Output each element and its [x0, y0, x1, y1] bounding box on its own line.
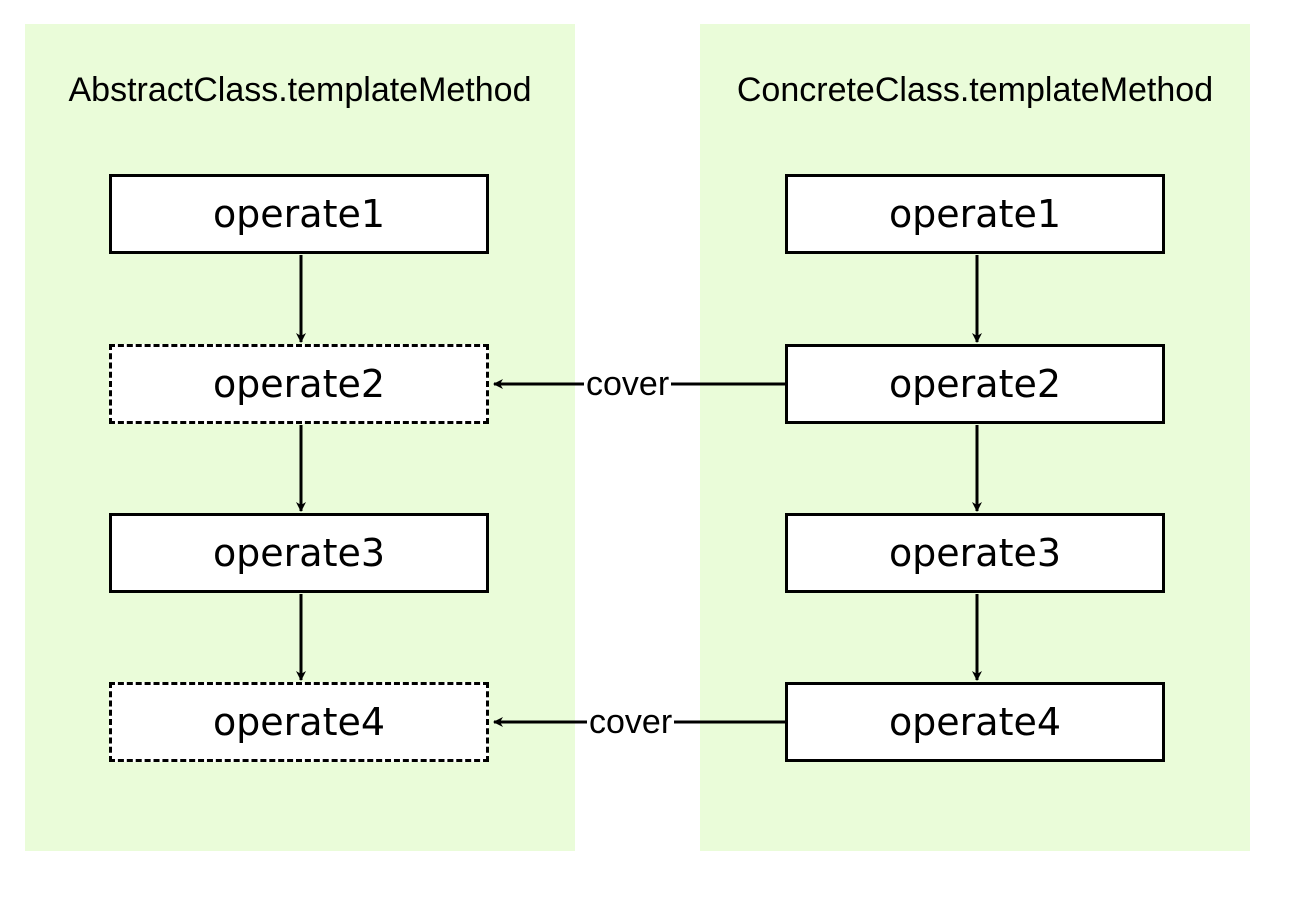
- concrete-operate3-box: operate3: [785, 513, 1165, 593]
- abstract-operate1-box: operate1: [109, 174, 489, 254]
- abstract-operate2-box: operate2: [109, 344, 489, 424]
- abstract-operate3-box: operate3: [109, 513, 489, 593]
- concrete-operate2-box: operate2: [785, 344, 1165, 424]
- abstract-operate4-box: operate4: [109, 682, 489, 762]
- abstract-class-title: AbstractClass.templateMethod: [68, 71, 532, 109]
- cover-label-operate4: cover: [587, 702, 675, 742]
- concrete-operate4-box: operate4: [785, 682, 1165, 762]
- concrete-class-title: ConcreteClass.templateMethod: [736, 71, 1214, 109]
- concrete-operate1-box: operate1: [785, 174, 1165, 254]
- cover-label-operate2: cover: [584, 364, 672, 404]
